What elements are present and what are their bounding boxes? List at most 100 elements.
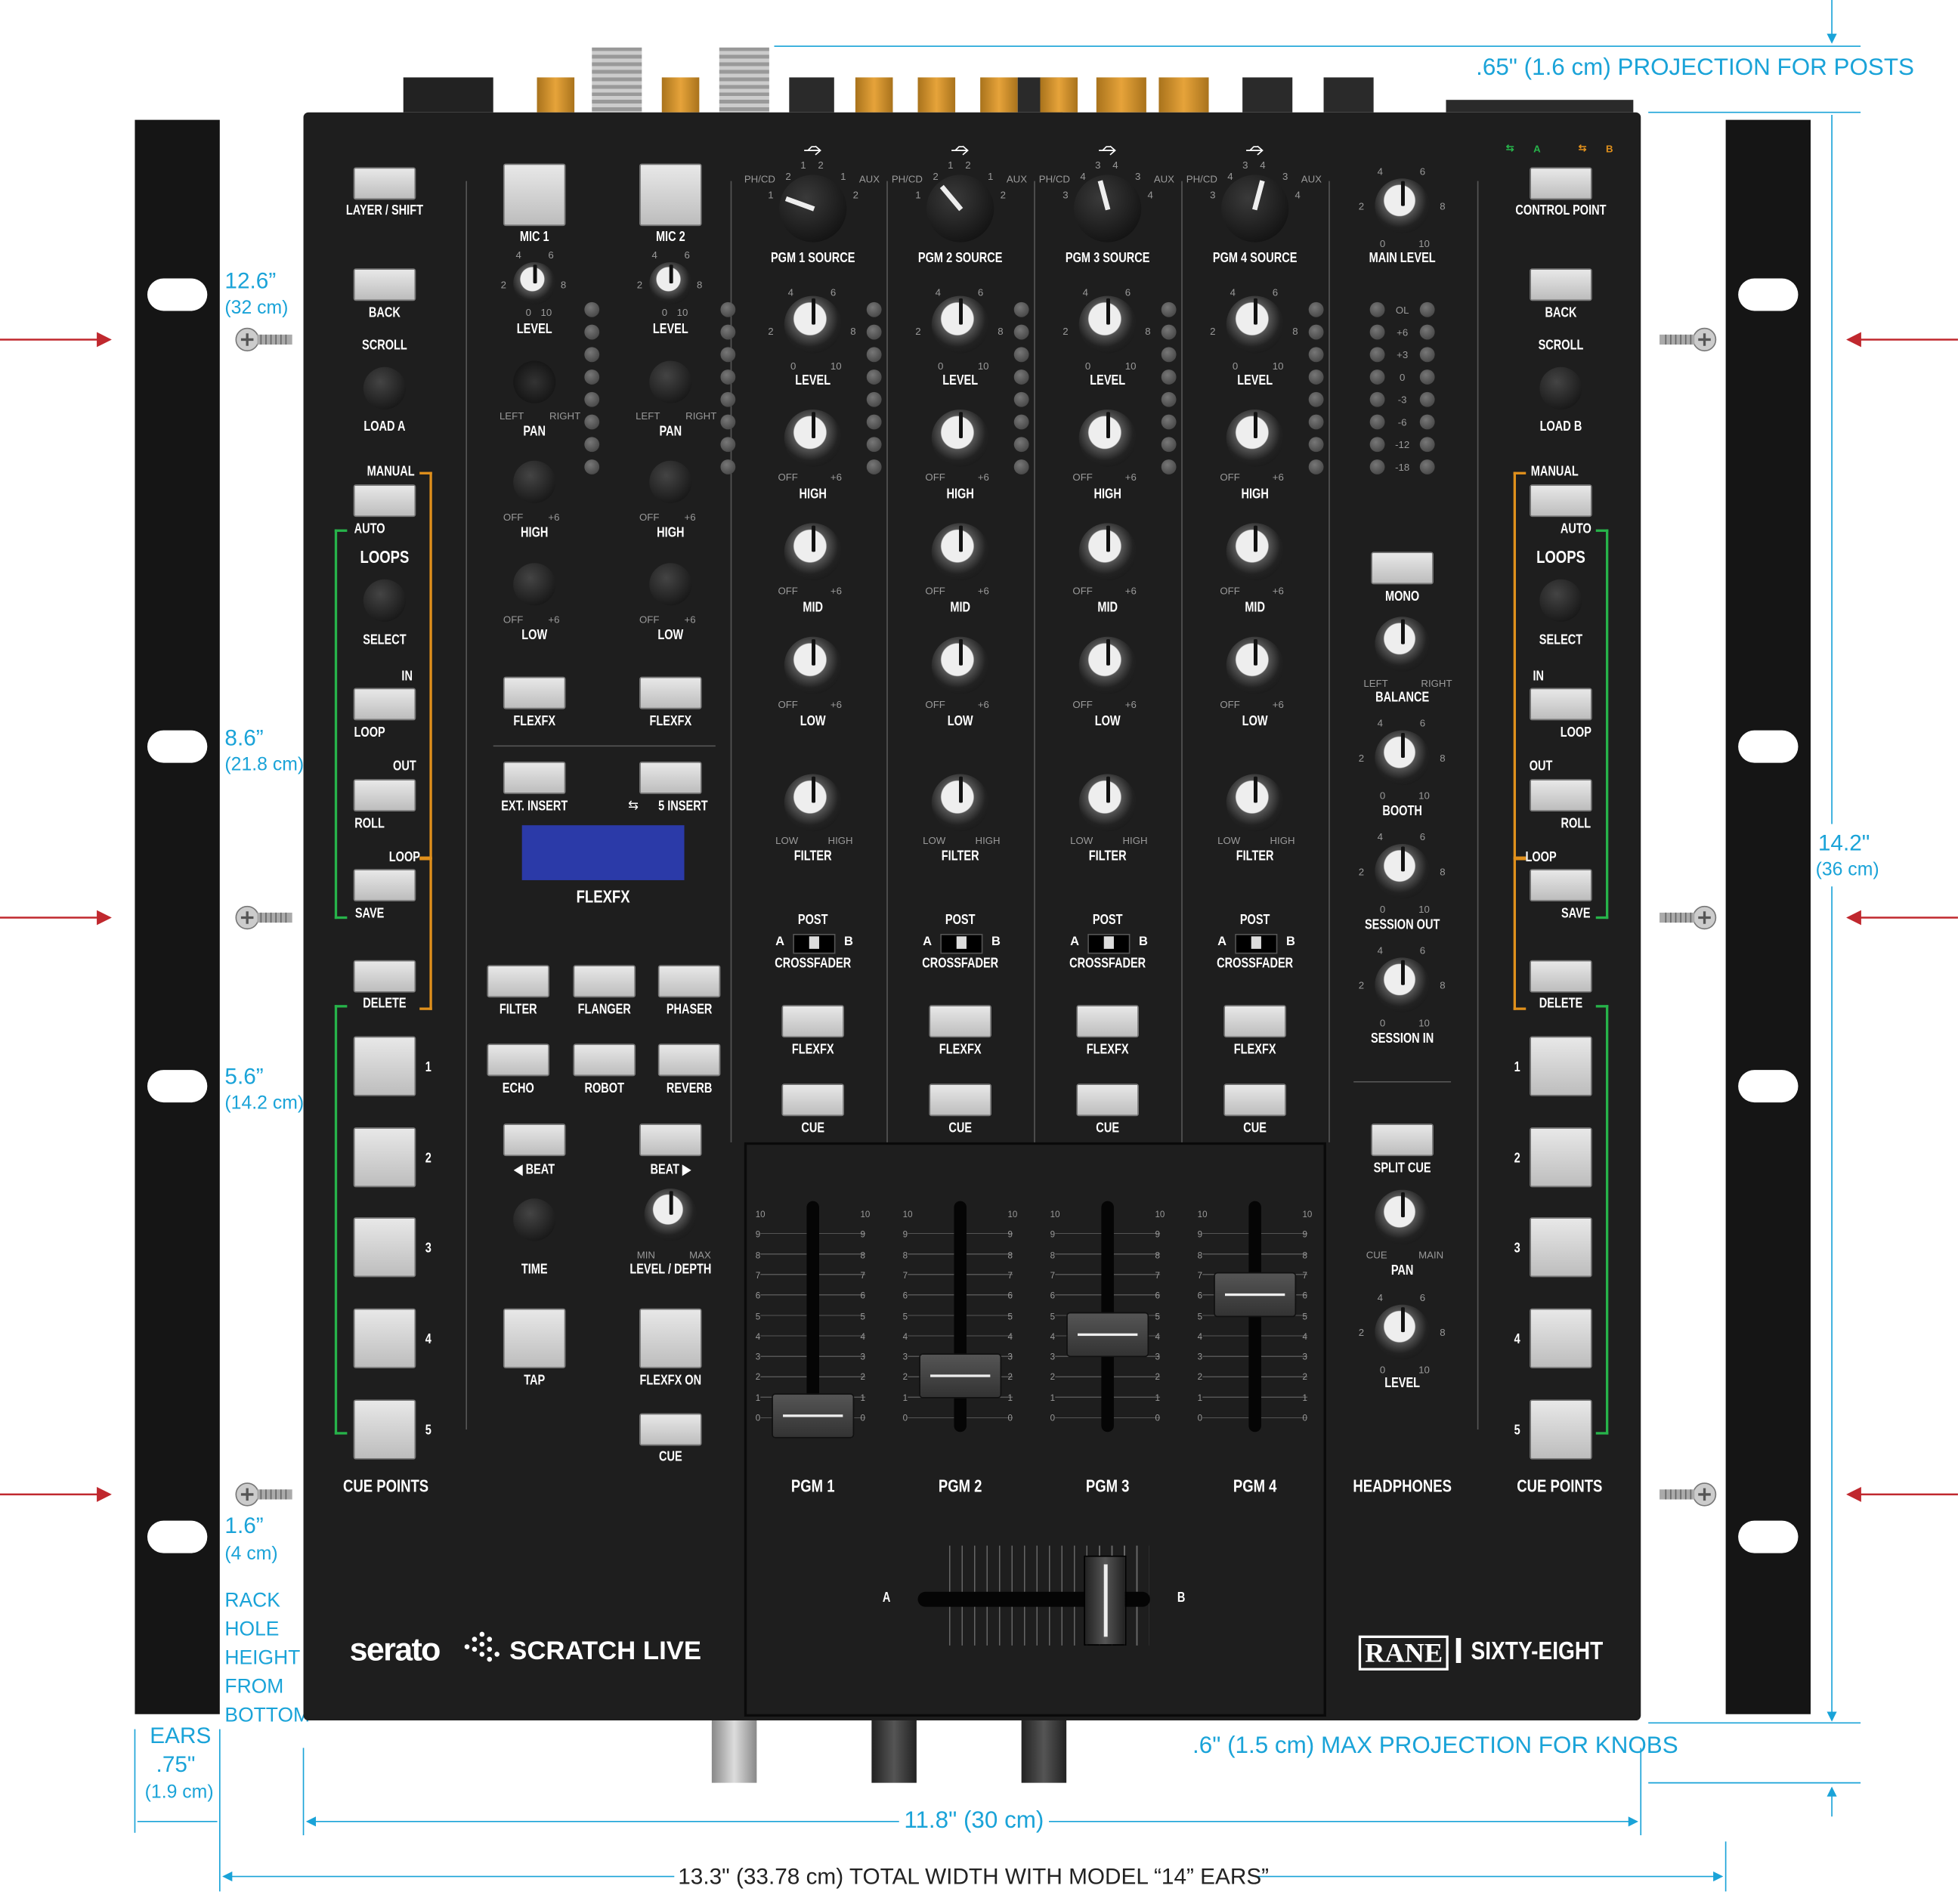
mic2-pan-knob[interactable] bbox=[649, 360, 692, 403]
manual-auto-button-b[interactable] bbox=[1530, 484, 1592, 518]
level-depth-knob[interactable] bbox=[644, 1188, 698, 1241]
cue-point-2-button-b[interactable] bbox=[1530, 1127, 1592, 1188]
channel-flexfx-button[interactable] bbox=[929, 1005, 992, 1038]
filter-knob[interactable] bbox=[931, 774, 989, 832]
balance-knob[interactable] bbox=[1375, 617, 1430, 672]
booth-knob[interactable] bbox=[1375, 730, 1430, 786]
ext-insert-button[interactable] bbox=[503, 761, 566, 794]
scroll-encoder-a[interactable] bbox=[363, 366, 407, 410]
crossfader-assign-switch[interactable] bbox=[1087, 933, 1131, 954]
cue-point-4-button-b[interactable] bbox=[1530, 1308, 1592, 1369]
low-eq-knob[interactable] bbox=[1226, 636, 1284, 694]
channel-fader-cap[interactable] bbox=[772, 1393, 855, 1439]
cue-point-5-button-b[interactable] bbox=[1530, 1399, 1592, 1460]
channel-cue-button[interactable] bbox=[1076, 1083, 1139, 1117]
main-level-knob[interactable] bbox=[1375, 178, 1430, 233]
level-knob[interactable] bbox=[784, 295, 842, 354]
delete-button-b[interactable] bbox=[1530, 960, 1592, 993]
mid-eq-knob[interactable] bbox=[784, 523, 842, 581]
cue-point-3-button-b[interactable] bbox=[1530, 1217, 1592, 1278]
source-selector-knob[interactable] bbox=[779, 175, 847, 243]
cue-point-1-button-a[interactable] bbox=[353, 1036, 416, 1096]
reverb-fx-button[interactable] bbox=[657, 1043, 721, 1077]
loop-in-button-b[interactable] bbox=[1530, 688, 1592, 721]
loop-save-button-b[interactable] bbox=[1530, 869, 1592, 902]
back-button-b[interactable] bbox=[1530, 268, 1592, 301]
mid-eq-knob[interactable] bbox=[931, 523, 989, 581]
mono-button[interactable] bbox=[1371, 552, 1434, 585]
channel-flexfx-button[interactable] bbox=[781, 1005, 845, 1038]
flexfx-cue-button[interactable] bbox=[639, 1413, 702, 1446]
source-selector-knob[interactable] bbox=[926, 175, 994, 243]
usb-insert-button[interactable] bbox=[639, 761, 702, 794]
flexfx-on-button[interactable] bbox=[639, 1308, 702, 1369]
crossfader-cap[interactable] bbox=[1083, 1555, 1126, 1646]
source-selector-knob[interactable] bbox=[1221, 175, 1289, 243]
layer-shift-button[interactable] bbox=[353, 167, 416, 200]
level-knob[interactable] bbox=[1078, 295, 1137, 354]
cue-point-4-button-a[interactable] bbox=[353, 1308, 416, 1369]
cue-point-1-button-b[interactable] bbox=[1530, 1036, 1592, 1096]
filter-knob[interactable] bbox=[1078, 774, 1137, 832]
mic1-button[interactable] bbox=[503, 163, 566, 227]
headphone-pan-knob[interactable] bbox=[1375, 1189, 1430, 1245]
level-knob[interactable] bbox=[931, 295, 989, 354]
tap-button[interactable] bbox=[503, 1308, 566, 1369]
channel-flexfx-button[interactable] bbox=[1223, 1005, 1286, 1038]
mic2-high-knob[interactable] bbox=[649, 460, 692, 503]
source-selector-knob[interactable] bbox=[1074, 175, 1142, 243]
phaser-fx-button[interactable] bbox=[657, 965, 721, 998]
mic1-level-knob[interactable] bbox=[513, 262, 556, 305]
channel-cue-button[interactable] bbox=[1223, 1083, 1286, 1117]
filter-knob[interactable] bbox=[784, 774, 842, 832]
robot-fx-button[interactable] bbox=[573, 1043, 636, 1077]
cue-point-3-button-a[interactable] bbox=[353, 1217, 416, 1278]
split-cue-button[interactable] bbox=[1371, 1124, 1434, 1157]
low-eq-knob[interactable] bbox=[931, 636, 989, 694]
crossfader-assign-switch[interactable] bbox=[793, 933, 836, 954]
channel-cue-button[interactable] bbox=[781, 1083, 845, 1117]
mic1-high-knob[interactable] bbox=[513, 460, 556, 503]
filter-knob[interactable] bbox=[1226, 774, 1284, 832]
crossfader-assign-switch[interactable] bbox=[940, 933, 983, 954]
loop-save-button-a[interactable] bbox=[353, 869, 416, 902]
crossfader-assign-switch[interactable] bbox=[1235, 933, 1278, 954]
mic1-low-knob[interactable] bbox=[513, 563, 556, 606]
channel-fader-cap[interactable] bbox=[1066, 1312, 1149, 1358]
mic2-button[interactable] bbox=[639, 163, 702, 227]
cue-point-2-button-a[interactable] bbox=[353, 1127, 416, 1188]
beat-left-button[interactable] bbox=[503, 1124, 566, 1157]
channel-cue-button[interactable] bbox=[929, 1083, 992, 1117]
scroll-encoder-b[interactable] bbox=[1539, 366, 1582, 410]
beat-right-button[interactable] bbox=[639, 1124, 702, 1157]
session-in-knob[interactable] bbox=[1375, 957, 1430, 1013]
flanger-fx-button[interactable] bbox=[573, 965, 636, 998]
headphone-level-knob[interactable] bbox=[1375, 1304, 1430, 1360]
low-eq-knob[interactable] bbox=[1078, 636, 1137, 694]
channel-fader-cap[interactable] bbox=[1214, 1272, 1297, 1317]
mid-eq-knob[interactable] bbox=[1078, 523, 1137, 581]
mic2-flexfx-button[interactable] bbox=[639, 676, 702, 709]
loop-in-button-a[interactable] bbox=[353, 688, 416, 721]
mic2-level-knob[interactable] bbox=[649, 262, 692, 305]
filter-fx-button[interactable] bbox=[487, 965, 550, 998]
loop-select-encoder-a[interactable] bbox=[363, 579, 407, 622]
loop-out-button-b[interactable] bbox=[1530, 779, 1592, 812]
loop-select-encoder-b[interactable] bbox=[1539, 579, 1582, 622]
mic1-pan-knob[interactable] bbox=[513, 360, 556, 403]
echo-fx-button[interactable] bbox=[487, 1043, 550, 1077]
low-eq-knob[interactable] bbox=[784, 636, 842, 694]
mid-eq-knob[interactable] bbox=[1226, 523, 1284, 581]
high-eq-knob[interactable] bbox=[1226, 409, 1284, 467]
mic2-low-knob[interactable] bbox=[649, 563, 692, 606]
mic1-flexfx-button[interactable] bbox=[503, 676, 566, 709]
manual-auto-button-a[interactable] bbox=[353, 484, 416, 518]
channel-fader-cap[interactable] bbox=[919, 1352, 1002, 1399]
high-eq-knob[interactable] bbox=[931, 409, 989, 467]
delete-button-a[interactable] bbox=[353, 960, 416, 993]
session-out-knob[interactable] bbox=[1375, 844, 1430, 899]
high-eq-knob[interactable] bbox=[784, 409, 842, 467]
back-button-a[interactable] bbox=[353, 268, 416, 301]
time-encoder[interactable] bbox=[513, 1198, 556, 1241]
control-point-button[interactable] bbox=[1530, 167, 1592, 200]
